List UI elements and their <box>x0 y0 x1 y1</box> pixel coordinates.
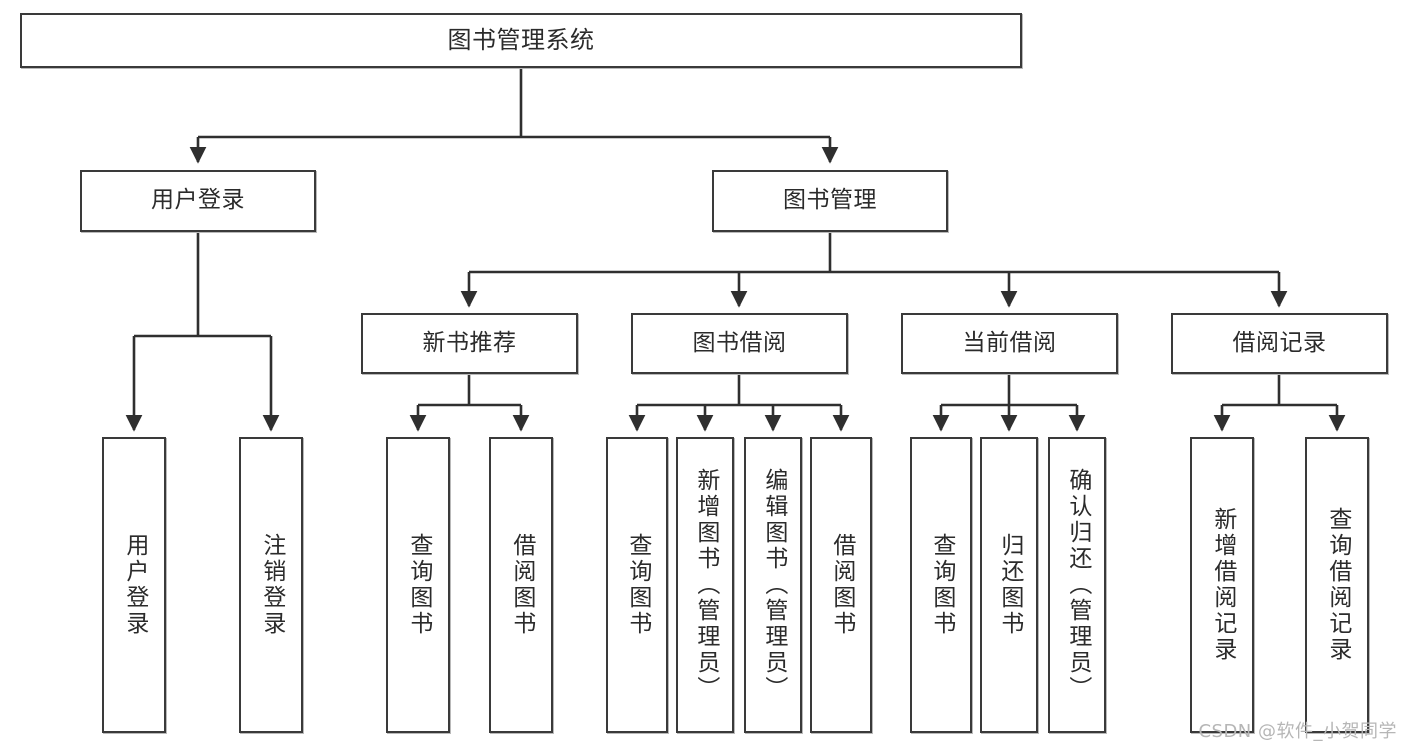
node-book-management-label: 图书管理 <box>783 187 877 214</box>
csdn-watermark: CSDN @软件_小贺同学 <box>1198 721 1397 742</box>
node-leaf-query-book-2[interactable]: 查询图书 <box>606 437 668 733</box>
node-root-label: 图书管理系统 <box>447 26 595 55</box>
node-book-borrow-label: 图书借阅 <box>692 329 787 356</box>
node-user-login[interactable]: 用户登录 <box>80 170 316 232</box>
node-leaf-query-record-label: 查询借阅记录 <box>1324 507 1351 663</box>
node-leaf-borrow-book-1[interactable]: 借阅图书 <box>489 437 553 733</box>
node-leaf-confirm-return[interactable]: 确认归还（管理员） <box>1048 437 1106 733</box>
node-leaf-query-record[interactable]: 查询借阅记录 <box>1305 437 1369 733</box>
node-new-book-recommend-label: 新书推荐 <box>422 329 517 356</box>
node-leaf-add-record-label: 新增借阅记录 <box>1209 507 1236 663</box>
node-leaf-borrow-book-2-label: 借阅图书 <box>828 533 855 637</box>
node-current-borrow-label: 当前借阅 <box>962 329 1057 356</box>
node-leaf-confirm-return-label: 确认归还（管理员） <box>1064 468 1091 702</box>
node-leaf-return-book[interactable]: 归还图书 <box>980 437 1038 733</box>
node-borrow-record[interactable]: 借阅记录 <box>1171 313 1388 374</box>
node-leaf-edit-book[interactable]: 编辑图书（管理员） <box>744 437 802 733</box>
node-book-management[interactable]: 图书管理 <box>712 170 948 232</box>
node-new-book-recommend[interactable]: 新书推荐 <box>361 313 578 374</box>
node-leaf-borrow-book-2[interactable]: 借阅图书 <box>810 437 872 733</box>
node-current-borrow[interactable]: 当前借阅 <box>901 313 1118 374</box>
node-borrow-record-label: 借阅记录 <box>1232 329 1327 356</box>
node-leaf-user-login-label: 用户登录 <box>121 533 148 637</box>
node-leaf-query-book-2-label: 查询图书 <box>624 533 651 637</box>
node-leaf-edit-book-label: 编辑图书（管理员） <box>760 468 787 702</box>
node-leaf-add-record[interactable]: 新增借阅记录 <box>1190 437 1254 733</box>
node-leaf-logout[interactable]: 注销登录 <box>239 437 303 733</box>
node-leaf-return-book-label: 归还图书 <box>996 533 1023 637</box>
node-leaf-query-book-1-label: 查询图书 <box>405 533 432 637</box>
node-leaf-user-login[interactable]: 用户登录 <box>102 437 166 733</box>
node-leaf-borrow-book-1-label: 借阅图书 <box>508 533 535 637</box>
node-leaf-add-book[interactable]: 新增图书（管理员） <box>676 437 734 733</box>
node-book-borrow[interactable]: 图书借阅 <box>631 313 848 374</box>
node-leaf-query-book-1[interactable]: 查询图书 <box>386 437 450 733</box>
node-leaf-query-book-3[interactable]: 查询图书 <box>910 437 972 733</box>
node-leaf-logout-label: 注销登录 <box>258 533 285 637</box>
node-leaf-add-book-label: 新增图书（管理员） <box>692 468 719 702</box>
node-leaf-query-book-3-label: 查询图书 <box>928 533 955 637</box>
node-user-login-label: 用户登录 <box>151 187 245 214</box>
node-root[interactable]: 图书管理系统 <box>20 13 1022 68</box>
